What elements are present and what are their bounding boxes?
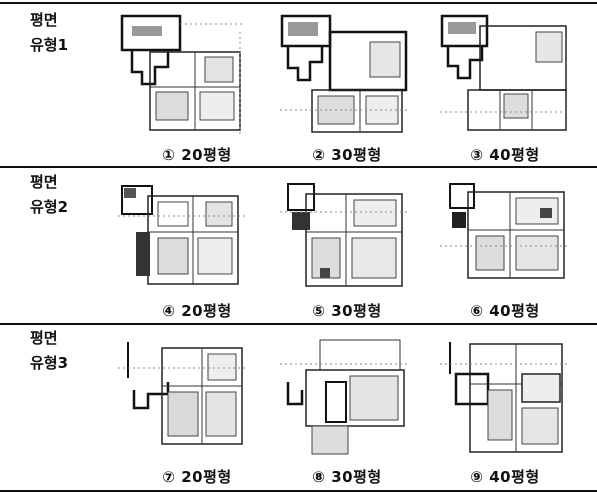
row-divider-1 bbox=[0, 166, 597, 168]
row-label-line2: 유형2 bbox=[30, 198, 69, 216]
row-label-line1: 평면 bbox=[30, 11, 58, 29]
plan-caption: ⑨ 40평형 bbox=[470, 468, 540, 486]
row-label-line1: 평면 bbox=[30, 329, 58, 347]
floor-plan-type3-30 bbox=[280, 334, 410, 459]
floor-plan-type2-40 bbox=[440, 172, 570, 297]
plan-caption: ⑦ 20평형 bbox=[162, 468, 232, 486]
top-rule bbox=[0, 2, 597, 4]
row-label-type2: 평면 유형2 bbox=[30, 170, 100, 220]
floor-plan-type2-20 bbox=[118, 172, 248, 297]
floor-plan-type3-40 bbox=[440, 334, 570, 459]
row-label-line2: 유형3 bbox=[30, 354, 69, 372]
plan-caption: ① 20평형 bbox=[162, 146, 232, 164]
row-label-type3: 평면 유형3 bbox=[30, 326, 100, 376]
plan-caption: ⑧ 30평형 bbox=[312, 468, 382, 486]
plan-caption: ⑥ 40평형 bbox=[470, 302, 540, 320]
floor-plan-type2-30 bbox=[280, 172, 410, 297]
row-divider-2 bbox=[0, 323, 597, 325]
row-label-line1: 평면 bbox=[30, 173, 58, 191]
plan-caption: ④ 20평형 bbox=[162, 302, 232, 320]
plan-caption: ⑤ 30평형 bbox=[312, 302, 382, 320]
row-label-type1: 평면 유형1 bbox=[30, 8, 100, 58]
plan-caption: ② 30평형 bbox=[312, 146, 382, 164]
row-label-line2: 유형1 bbox=[30, 36, 69, 54]
floor-plan-type1-20 bbox=[120, 12, 250, 137]
floor-plan-type3-20 bbox=[118, 338, 248, 458]
floor-plan-type1-40 bbox=[440, 12, 570, 137]
bottom-rule bbox=[0, 490, 597, 492]
plan-caption: ③ 40평형 bbox=[470, 146, 540, 164]
floor-plan-type1-30 bbox=[280, 12, 410, 137]
